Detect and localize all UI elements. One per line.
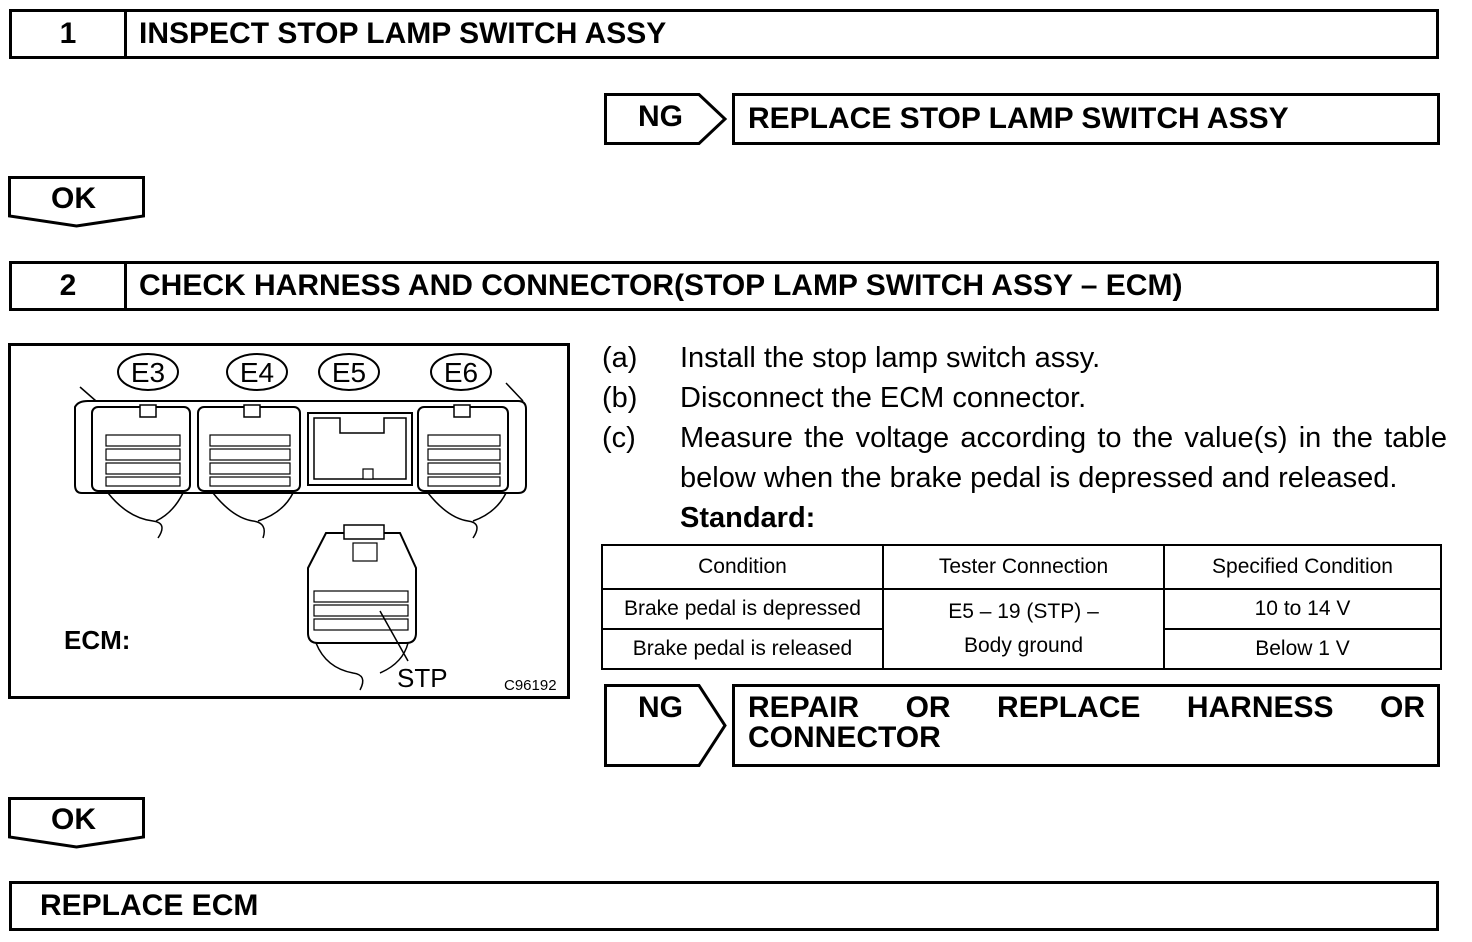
tester-connection-line1: E5 – 19 (STP) – bbox=[948, 600, 1099, 623]
cell-condition: Brake pedal is released bbox=[601, 628, 884, 670]
header-tester-connection: Tester Connection bbox=[882, 544, 1165, 590]
final-action: REPLACE ECM bbox=[40, 889, 259, 922]
instruction-letter: (c) bbox=[602, 422, 636, 454]
step-2-ng-label: NG bbox=[638, 691, 683, 724]
step-1-box: 1 INSPECT STOP LAMP SWITCH ASSY bbox=[9, 9, 1439, 59]
action-word: REPLACE bbox=[997, 691, 1141, 724]
step-2-ng-action-line2: CONNECTOR bbox=[748, 721, 941, 754]
ecm-connector-illustration: E3 E4 E5 E6 bbox=[8, 343, 570, 699]
cell-tester-connection: E5 – 19 (STP) – Body ground bbox=[882, 588, 1165, 670]
connector-label-e3: E3 bbox=[131, 357, 165, 388]
instruction-text: Disconnect the ECM connector. bbox=[680, 382, 1087, 414]
final-action-box: REPLACE ECM bbox=[9, 881, 1439, 931]
ecm-connector-figure: E3 E4 E5 E6 bbox=[8, 343, 570, 699]
header-specified-condition: Specified Condition bbox=[1163, 544, 1442, 590]
step-1-ok-arrow: OK bbox=[8, 176, 146, 228]
step-2-ok-label: OK bbox=[51, 803, 96, 836]
step-1-number: 1 bbox=[12, 12, 127, 56]
instruction-b: (b) Disconnect the ECM connector. bbox=[602, 378, 1447, 418]
action-word: REPAIR bbox=[748, 691, 860, 724]
instruction-c: (c) Measure the voltage according to the… bbox=[602, 418, 1447, 498]
step-1-title: INSPECT STOP LAMP SWITCH ASSY bbox=[139, 17, 667, 50]
action-word: OR bbox=[905, 691, 951, 724]
step-2-ng-action-line1: REPAIR OR REPLACE HARNESS OR bbox=[748, 693, 1425, 723]
step-2-ng-action-box: REPAIR OR REPLACE HARNESS OR CONNECTOR bbox=[732, 684, 1440, 767]
instruction-text: Measure the voltage according to the val… bbox=[680, 422, 1447, 494]
action-word: OR bbox=[1380, 691, 1425, 724]
instruction-a: (a) Install the stop lamp switch assy. bbox=[602, 338, 1447, 378]
step-1-ng-action: REPLACE STOP LAMP SWITCH ASSY bbox=[748, 102, 1289, 135]
step-1-ng-label: NG bbox=[638, 100, 683, 133]
tester-connection-line2: Body ground bbox=[963, 634, 1084, 657]
connector-label-e5: E5 bbox=[332, 357, 366, 388]
instructions: (a) Install the stop lamp switch assy. (… bbox=[602, 338, 1447, 538]
connector-label-e4: E4 bbox=[240, 357, 274, 388]
step-1-ng-arrow: NG bbox=[604, 93, 728, 145]
step-2-ok-arrow: OK bbox=[8, 797, 146, 849]
cell-condition: Brake pedal is depressed bbox=[601, 588, 884, 630]
cell-specified: 10 to 14 V bbox=[1163, 588, 1442, 630]
figure-code: C96192 bbox=[504, 677, 557, 694]
step-2-title: CHECK HARNESS AND CONNECTOR(STOP LAMP SW… bbox=[139, 269, 1183, 302]
connector-label-e6: E6 bbox=[444, 357, 478, 388]
standard-label: Standard: bbox=[680, 502, 816, 534]
stp-pin-label: STP bbox=[397, 663, 448, 693]
cell-specified: Below 1 V bbox=[1163, 628, 1442, 670]
step-1-ok-label: OK bbox=[51, 182, 96, 215]
step-1-ng-action-box: REPLACE STOP LAMP SWITCH ASSY bbox=[732, 93, 1440, 145]
ecm-label: ECM: bbox=[64, 625, 130, 655]
step-2-ng-arrow: NG bbox=[604, 684, 728, 767]
step-2-box: 2 CHECK HARNESS AND CONNECTOR(STOP LAMP … bbox=[9, 261, 1439, 311]
table-header-row: Condition Tester Connection Specified Co… bbox=[601, 544, 1442, 590]
table-row: Brake pedal is released Below 1 V bbox=[601, 628, 1442, 670]
spec-table: Condition Tester Connection Specified Co… bbox=[601, 544, 1442, 670]
instruction-letter: (b) bbox=[602, 382, 638, 414]
header-condition: Condition bbox=[601, 544, 884, 590]
table-row: Brake pedal is depressed E5 – 19 (STP) –… bbox=[601, 588, 1442, 670]
instruction-letter: (a) bbox=[602, 342, 638, 374]
step-2-number: 2 bbox=[12, 264, 127, 308]
action-word: HARNESS bbox=[1186, 691, 1334, 724]
instruction-text: Install the stop lamp switch assy. bbox=[680, 342, 1101, 374]
